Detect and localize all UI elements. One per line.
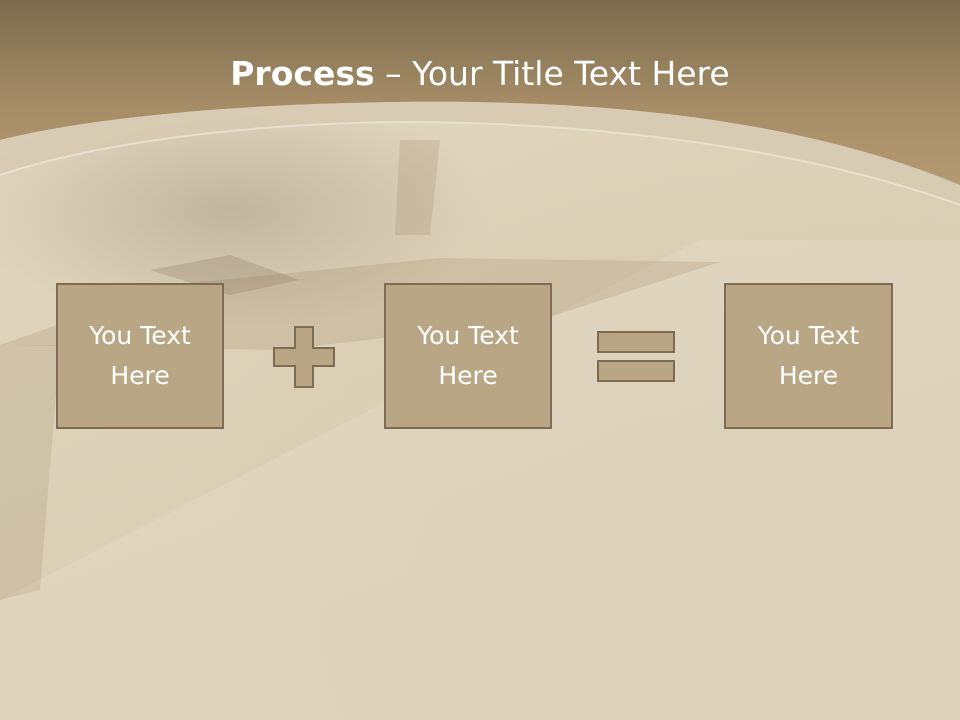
process-box-3[interactable]: You Text Here <box>724 283 893 429</box>
process-box-1[interactable]: You Text Here <box>56 283 224 429</box>
process-box-2[interactable]: You Text Here <box>384 283 552 429</box>
equals-icon <box>597 331 675 382</box>
process-box-2-text: You Text Here <box>417 321 519 390</box>
title-rest: – Your Title Text Here <box>374 54 730 93</box>
process-box-1-text: You Text Here <box>89 321 191 390</box>
process-box-3-text: You Text Here <box>757 321 860 390</box>
page-title: Process – Your Title Text Here <box>0 52 960 96</box>
plus-icon <box>273 326 335 388</box>
title-bold: Process <box>230 54 375 93</box>
